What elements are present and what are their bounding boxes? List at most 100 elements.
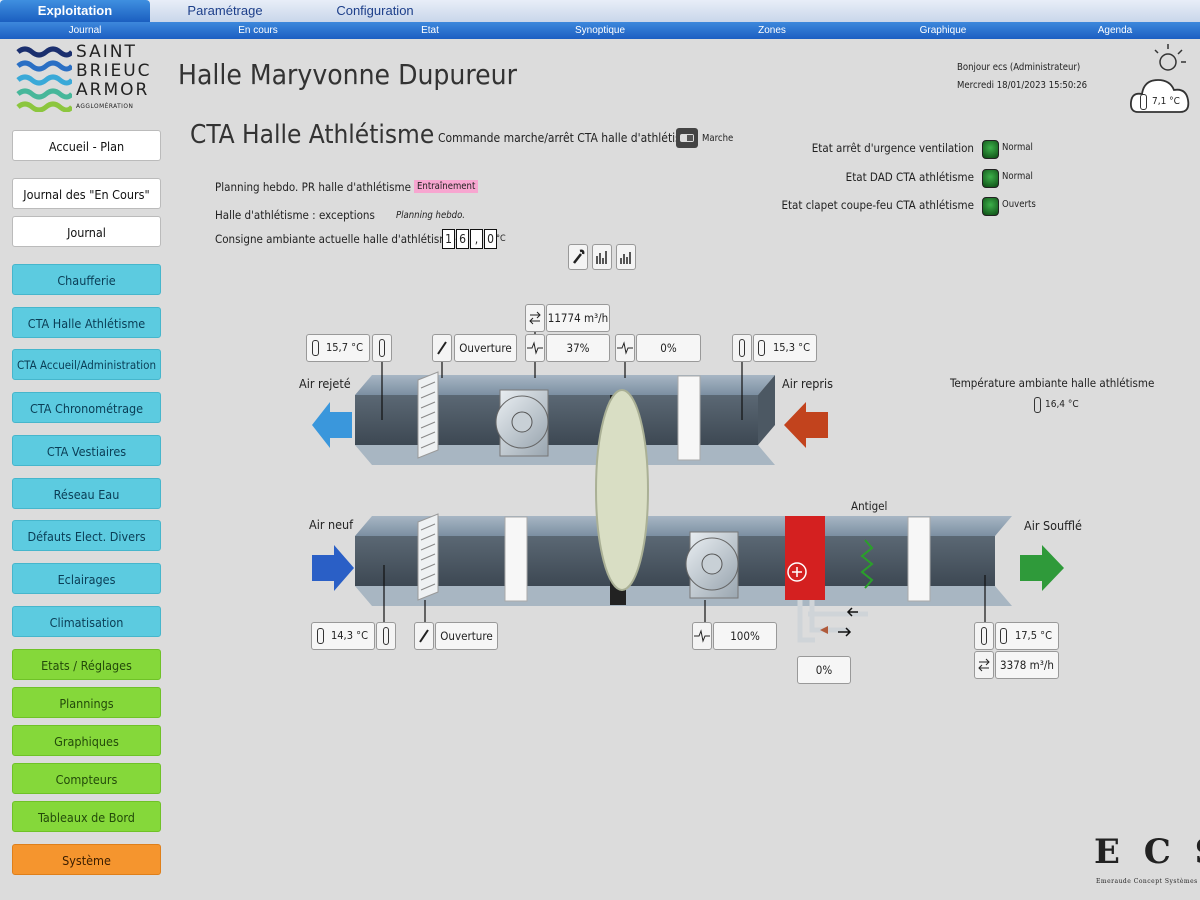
power-switch-icon[interactable] xyxy=(676,128,698,148)
tab-parametrage[interactable]: Paramétrage xyxy=(187,3,263,18)
temp-reprise-value: 15,3 °C xyxy=(772,341,810,354)
nav-cta-accueil-administration[interactable]: CTA Accueil/Administration xyxy=(12,349,161,380)
damper-neuf-display[interactable]: Ouverture xyxy=(435,622,498,650)
filter-reprise xyxy=(677,375,701,461)
thermometer-sensor-icon[interactable] xyxy=(732,334,752,362)
nav-cta-chronometrage[interactable]: CTA Chronométrage xyxy=(12,392,161,423)
fan-extract-pct-display[interactable]: 37% xyxy=(546,334,610,362)
arrow-air-souffle-icon xyxy=(1020,545,1064,591)
sub-tab-bar: Journal En cours Etat Synoptique Zones G… xyxy=(0,22,1200,39)
flow-meter-icon[interactable] xyxy=(525,304,545,332)
temp-souffle-display[interactable]: 17,5 °C xyxy=(995,622,1059,650)
damper-icon[interactable] xyxy=(432,334,452,362)
speed-signal-icon[interactable] xyxy=(615,334,635,362)
outdoor-temperature: 7,1 °C xyxy=(1152,96,1180,107)
supply-fan-icon xyxy=(685,531,739,599)
nav-journal[interactable]: Journal xyxy=(12,216,161,247)
extract-fan-icon xyxy=(495,389,549,457)
fan-supply-pct-value: 100% xyxy=(730,629,760,643)
ambient-temp-value: 16,4 °C xyxy=(1045,399,1079,410)
thermometer-sensor-icon[interactable] xyxy=(376,622,396,650)
brand-tagline: Emeraude Concept Systèmes xyxy=(1096,878,1198,885)
flow-supply-display[interactable]: 3378 m³/h xyxy=(995,651,1059,679)
nav-chaufferie[interactable]: Chaufferie xyxy=(12,264,161,295)
exceptions-label: Halle d'athlétisme : exceptions xyxy=(215,208,375,222)
thermometer-icon xyxy=(1034,397,1041,413)
recovery-wheel xyxy=(595,389,649,605)
label-air-souffle: Air Soufflé xyxy=(1024,518,1082,533)
logo-waves-icon xyxy=(16,44,74,113)
nav-journal-en-cours[interactable]: Journal des "En Cours" xyxy=(12,178,161,209)
damper-rejet-display[interactable]: Ouverture xyxy=(454,334,517,362)
nav-accueil-plan[interactable]: Accueil - Plan xyxy=(12,130,161,161)
subtab-synoptique[interactable]: Synoptique xyxy=(574,25,626,36)
nav-plannings[interactable]: Plannings xyxy=(12,687,161,718)
setpoint-digit: , xyxy=(470,229,483,249)
nav-cta-vestiaires[interactable]: CTA Vestiaires xyxy=(12,435,161,466)
tab-exploitation[interactable]: Exploitation xyxy=(0,0,150,22)
exceptions-value: Planning hebdo. xyxy=(396,210,466,221)
arrow-air-repris-icon xyxy=(784,402,828,448)
temp-rejet-display[interactable]: 15,7 °C xyxy=(306,334,370,362)
subtab-en-cours[interactable]: En cours xyxy=(238,25,278,36)
subtab-zones[interactable]: Zones xyxy=(758,25,786,36)
page-title: CTA Halle Athlétisme xyxy=(190,120,435,150)
chart-bars-icon[interactable] xyxy=(592,244,612,270)
filter-souffle xyxy=(907,516,931,602)
nav-etats-reglages[interactable]: Etats / Réglages xyxy=(12,649,161,680)
label-air-rejete: Air rejeté xyxy=(299,376,351,391)
speed-signal-icon[interactable] xyxy=(692,622,712,650)
thermometer-sensor-icon[interactable] xyxy=(372,334,392,362)
setpoint-digit: 6 xyxy=(456,229,469,249)
nav-tableaux-de-bord[interactable]: Tableaux de Bord xyxy=(12,801,161,832)
speed-signal-icon[interactable] xyxy=(525,334,545,362)
setpoint-display[interactable]: 1 6 , 0 xyxy=(442,229,497,249)
nav-reseau-eau[interactable]: Réseau Eau xyxy=(12,478,161,509)
damper-rejet-value: Ouverture xyxy=(459,341,512,355)
thermometer-icon xyxy=(317,628,324,644)
recovery-pct-value: 0% xyxy=(660,341,677,355)
subtab-agenda[interactable]: Agenda xyxy=(1097,25,1133,36)
fan-supply-pct-display[interactable]: 100% xyxy=(713,622,777,650)
subtab-journal[interactable]: Journal xyxy=(68,25,102,36)
logo-line4: AGGLOMÉRATION xyxy=(76,102,134,110)
logo-line2: BRIEUC xyxy=(76,61,152,81)
nav-compteurs[interactable]: Compteurs xyxy=(12,763,161,794)
nav-systeme[interactable]: Système xyxy=(12,844,161,875)
filter-neuf xyxy=(417,513,439,601)
nav-climatisation[interactable]: Climatisation xyxy=(12,606,161,637)
chart-bars-alt-icon[interactable] xyxy=(616,244,636,270)
status-label-emergency: Etat arrêt d'urgence ventilation xyxy=(811,141,974,155)
flow-meter-icon[interactable] xyxy=(974,651,994,679)
label-air-repris: Air repris xyxy=(782,376,834,391)
temp-souffle-value: 17,5 °C xyxy=(1014,629,1052,642)
filter-neuf-bag xyxy=(504,516,528,602)
subtab-graphique[interactable]: Graphique xyxy=(919,25,967,36)
thermometer-icon xyxy=(1000,628,1007,644)
damper-icon[interactable] xyxy=(414,622,434,650)
thermometer-sensor-icon[interactable] xyxy=(974,622,994,650)
tab-configuration[interactable]: Configuration xyxy=(336,3,414,18)
damper-neuf-value: Ouverture xyxy=(440,629,493,643)
arrow-air-rejete-icon xyxy=(312,402,352,448)
logo-line1: SAINT xyxy=(76,42,137,62)
nav-eclairages[interactable]: Eclairages xyxy=(12,563,161,594)
temp-neuf-display[interactable]: 14,3 °C xyxy=(311,622,375,650)
status-label-dad: Etat DAD CTA athlétisme xyxy=(845,170,974,184)
temp-rejet-value: 15,7 °C xyxy=(325,341,363,354)
recovery-pct-display[interactable]: 0% xyxy=(636,334,701,362)
temp-neuf-value: 14,3 °C xyxy=(330,629,368,642)
flow-supply-value: 3378 m³/h xyxy=(1000,658,1054,672)
nav-defauts-elect-divers[interactable]: Défauts Elect. Divers xyxy=(12,520,161,551)
valve-pct-value: 0% xyxy=(815,663,833,677)
ambient-label: Température ambiante halle athlétisme xyxy=(950,376,1155,390)
nav-cta-halle-athletisme[interactable]: CTA Halle Athlétisme xyxy=(12,307,161,338)
flow-extract-display[interactable]: 11774 m³/h xyxy=(546,304,610,332)
flow-extract-value: 11774 m³/h xyxy=(547,311,609,325)
wrench-icon[interactable] xyxy=(568,244,588,270)
temp-reprise-display[interactable]: 15,3 °C xyxy=(753,334,817,362)
valve-pct-display[interactable]: 0% xyxy=(797,656,851,684)
label-antigel: Antigel xyxy=(851,499,888,513)
subtab-etat[interactable]: Etat xyxy=(421,25,439,36)
nav-graphiques[interactable]: Graphiques xyxy=(12,725,161,756)
